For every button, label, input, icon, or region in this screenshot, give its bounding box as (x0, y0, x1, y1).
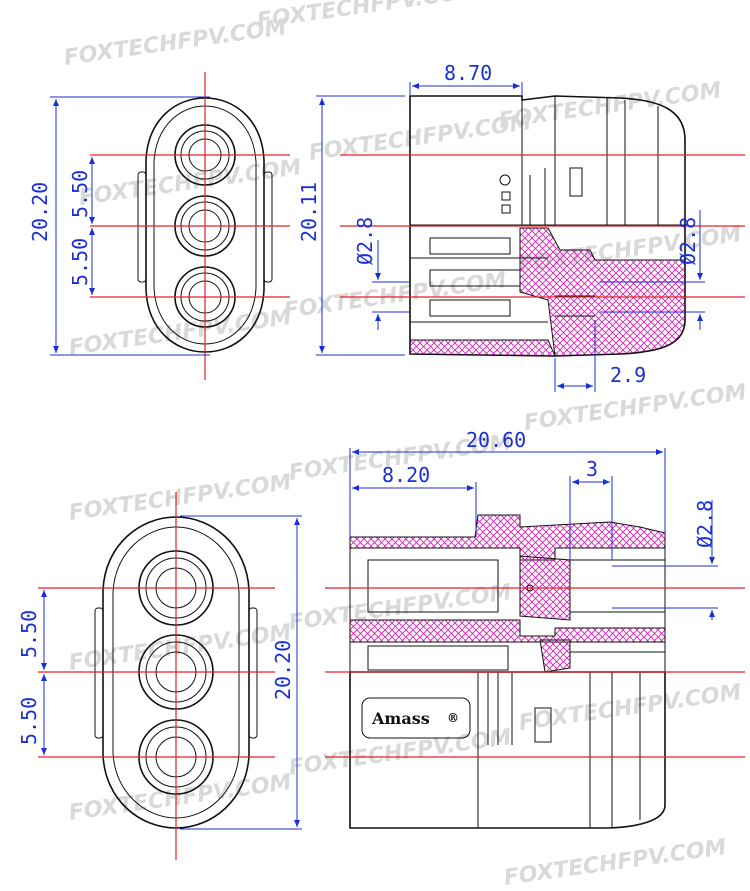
watermark: FOXTECHFPV.COM (497, 78, 723, 134)
brand-logo: Amass ® (361, 697, 471, 739)
height-dimension: 20.20 (28, 182, 52, 242)
watermark: FOXTECHFPV.COM (522, 380, 748, 436)
offset-dimension: 2.9 (610, 363, 646, 387)
bottom-side-view: Amass ® 20.60 8.20 3 Ø2.8 (325, 428, 745, 829)
watermark: FOXTECHFPV.COM (287, 725, 513, 781)
height-dimension: 20.11 (297, 182, 321, 242)
body-outline (349, 671, 666, 829)
bottom-front-view: 5.50 5.50 20.20 (17, 492, 302, 860)
pin-diameter-dimension: Ø2.8 (693, 500, 717, 548)
registered-mark: ® (447, 711, 459, 725)
pin-pitch-top-dimension: 5.50 (17, 610, 41, 658)
top-side-view: 8.70 20.11 Ø2.8 Ø2.8 2.9 (297, 61, 745, 392)
gap-dimension: 3 (586, 457, 598, 481)
watermark: FOXTECHFPV.COM (77, 155, 303, 211)
pin-diameter-right-dimension: Ø2.8 (676, 217, 700, 265)
width-dimension: 8.70 (444, 61, 492, 85)
watermark: FOXTECHFPV.COM (255, 0, 481, 34)
pin-pitch-top-dimension: 5.50 (68, 170, 92, 218)
sub-length-dimension: 8.20 (382, 463, 430, 487)
pin-diameter-left-dimension: Ø2.8 (353, 217, 377, 265)
section-upper (349, 514, 666, 561)
length-dimension: 20.60 (466, 428, 526, 452)
brand-label: Amass (371, 709, 430, 728)
pin-pitch-bottom-dimension: 5.50 (17, 697, 41, 745)
top-front-view: 20.20 5.50 5.50 (28, 72, 290, 380)
watermark: FOXTECHFPV.COM (502, 835, 728, 891)
watermark: FOXTECHFPV.COM (67, 620, 293, 676)
pin-pitch-bottom-dimension: 5.50 (68, 238, 92, 286)
watermark: FOXTECHFPV.COM (62, 15, 288, 71)
height-dimension: 20.20 (271, 640, 295, 700)
